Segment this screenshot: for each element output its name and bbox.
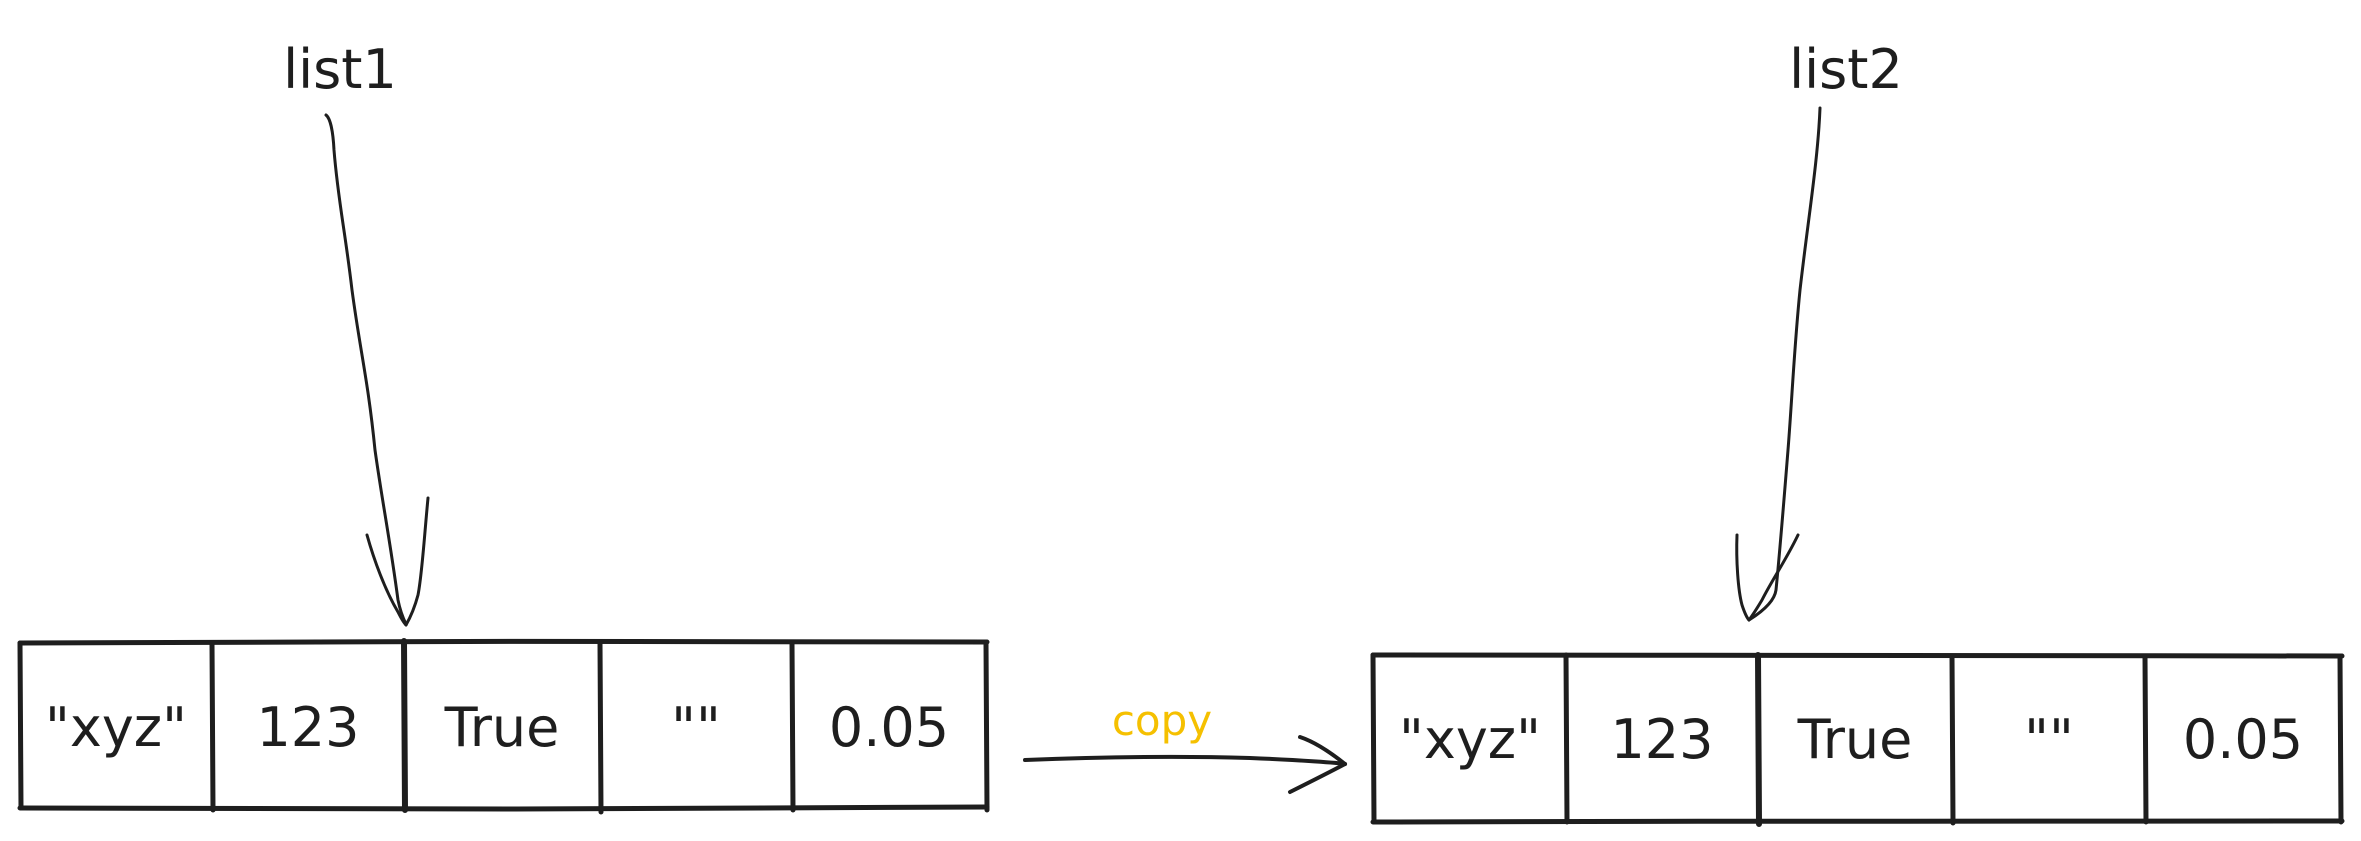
list1-label: list1 <box>283 38 397 101</box>
list1-cell-5: 0.05 <box>829 696 949 759</box>
list2-cell-3: True <box>1797 708 1913 771</box>
list1-cell-4: "" <box>671 696 721 759</box>
list1-pointer-arrow <box>324 113 430 627</box>
list2-array <box>1370 652 2345 827</box>
list1-cell-1: "xyz" <box>45 696 187 759</box>
list2-cell-4: "" <box>2024 708 2074 771</box>
copy-label: copy <box>1112 696 1212 745</box>
list2-cell-2: 123 <box>1610 708 1713 771</box>
list1-cell-3: True <box>444 696 560 759</box>
list1-array <box>17 638 990 815</box>
list2-cell-5: 0.05 <box>2183 708 2303 771</box>
list1-cell-2: 123 <box>256 696 359 759</box>
list2-pointer-arrow <box>1735 106 1822 622</box>
list2-label: list2 <box>1789 38 1903 101</box>
list2-cell-1: "xyz" <box>1399 708 1541 771</box>
copy-arrow <box>1023 735 1347 794</box>
